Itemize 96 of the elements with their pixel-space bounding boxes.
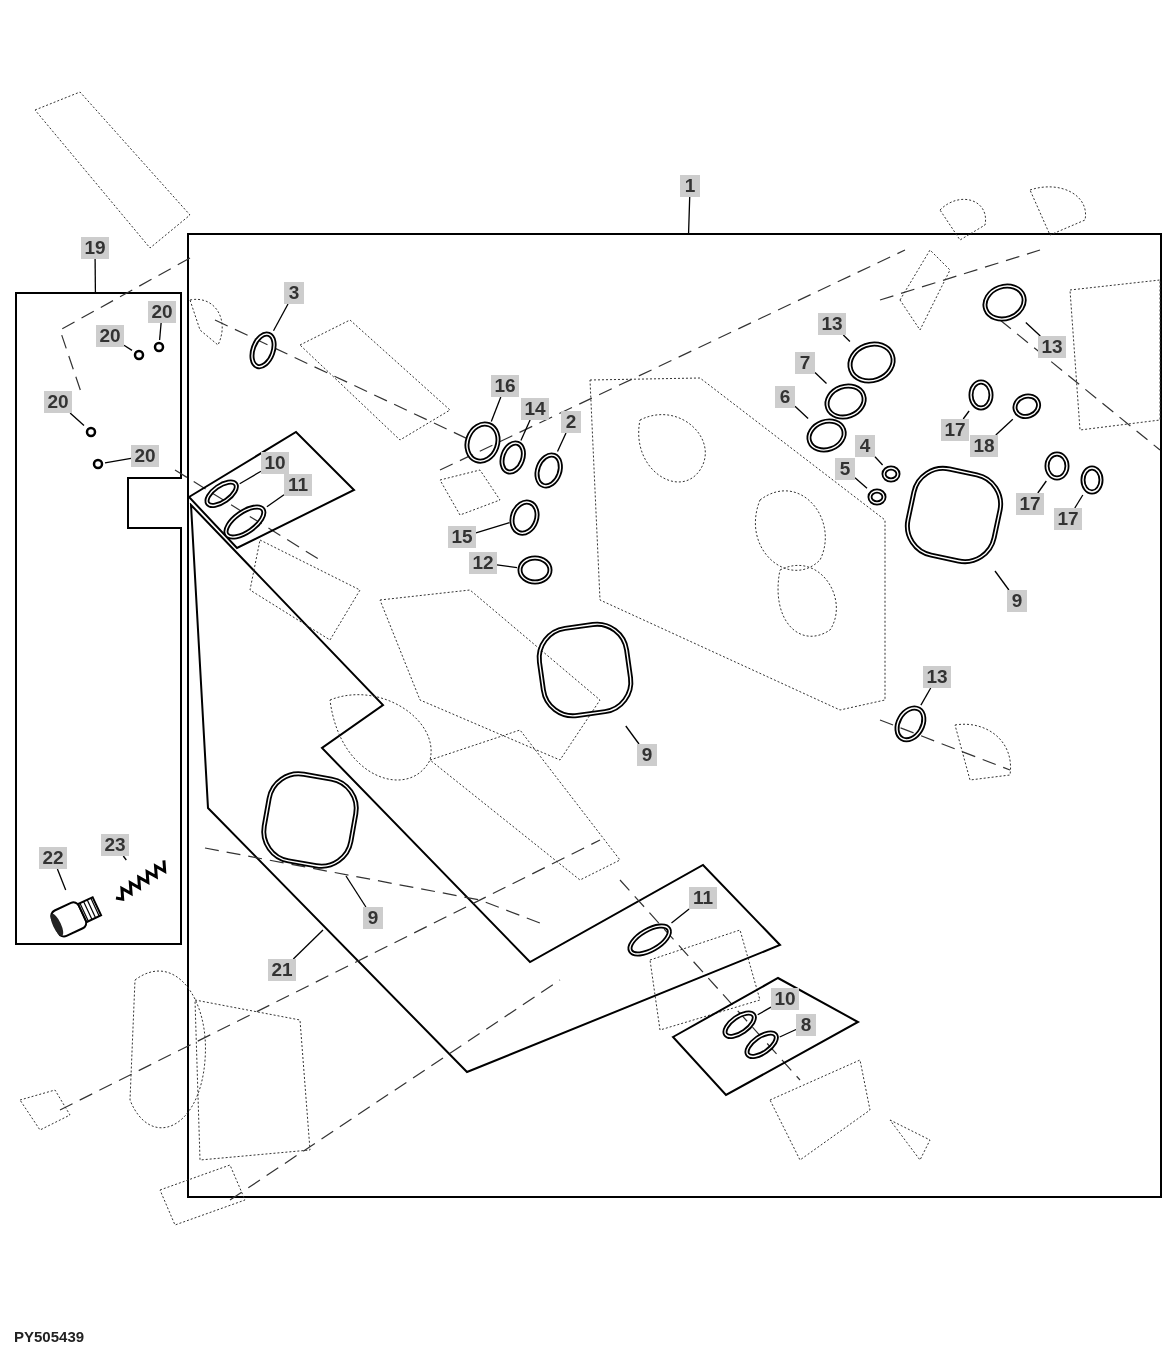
callout-number: 7 [795, 352, 815, 374]
leader-line [814, 371, 828, 385]
callout-number: 21 [268, 959, 296, 981]
callout-number: 10 [771, 988, 799, 1010]
leader-line [670, 908, 690, 924]
o-ring [744, 1030, 780, 1060]
callout-number: 13 [923, 666, 951, 688]
o-ring [806, 418, 848, 454]
o-ring [968, 379, 994, 411]
leader-line [1037, 480, 1047, 494]
leader-line [292, 929, 324, 960]
callout-number: 20 [44, 391, 72, 413]
o-ring [517, 555, 553, 585]
kit-outline [15, 292, 182, 945]
callout-number: 3 [284, 282, 304, 304]
leader-line [842, 334, 851, 343]
leader-line [239, 470, 262, 485]
o-ring [1044, 451, 1070, 481]
leader-line [1025, 321, 1041, 337]
leader-line [687, 196, 691, 234]
callout-number: 13 [818, 313, 846, 335]
leader-line [123, 344, 133, 352]
o-ring [847, 341, 897, 385]
leader-line [104, 457, 132, 464]
leader-line [854, 477, 868, 489]
leader-line [556, 432, 567, 453]
callout-number: 20 [96, 325, 124, 347]
o-ring [499, 440, 527, 476]
callout-number: 18 [970, 435, 998, 457]
callout-number: 16 [491, 375, 519, 397]
o-ring [824, 383, 868, 421]
o-ring [464, 421, 502, 465]
leader-line [122, 855, 127, 861]
callout-number: 23 [101, 834, 129, 856]
callout-number: 17 [941, 419, 969, 441]
callout-number: 19 [81, 237, 109, 259]
leader-line [266, 494, 285, 508]
callout-number: 11 [284, 474, 312, 496]
leader-line [475, 522, 511, 534]
callout-number: 4 [855, 435, 875, 457]
callout-number: 6 [775, 386, 795, 408]
callout-number: 9 [1007, 590, 1027, 612]
o-ring [152, 340, 166, 354]
leader-line [625, 725, 640, 745]
leader-line [158, 322, 162, 341]
callout-number: 13 [1038, 336, 1066, 358]
o-ring [1012, 392, 1042, 420]
callout-number: 10 [261, 452, 289, 474]
callout-number: 8 [796, 1014, 816, 1036]
leader-line [496, 564, 518, 569]
callout-number: 1 [680, 175, 700, 197]
leader-line [757, 1006, 772, 1016]
callout-number: 17 [1054, 508, 1082, 530]
leader-line [995, 418, 1014, 436]
leader-line [962, 410, 970, 420]
leader-line [994, 570, 1010, 591]
callout-number: 22 [39, 847, 67, 869]
callout-number: 17 [1016, 493, 1044, 515]
leader-line [94, 258, 97, 293]
o-ring [627, 923, 673, 957]
leader-line [874, 456, 884, 466]
callout-number: 9 [637, 744, 657, 766]
callout-number: 5 [835, 458, 855, 480]
o-ring [722, 1010, 758, 1040]
callout-number: 20 [148, 301, 176, 323]
o-ring [867, 488, 887, 506]
leader-line [272, 303, 289, 332]
o-ring [91, 457, 105, 471]
leader-line [920, 687, 932, 706]
leader-line [1074, 494, 1084, 509]
o-ring [84, 425, 98, 439]
callout-number: 2 [561, 411, 581, 433]
leader-line [520, 419, 531, 442]
callout-number: 12 [469, 552, 497, 574]
o-ring [248, 330, 278, 370]
o-ring [881, 465, 901, 483]
o-ring [132, 348, 146, 362]
figure-code: PY505439 [14, 1328, 85, 1345]
o-ring [982, 283, 1028, 323]
leader-line [345, 875, 367, 908]
callout-number: 11 [689, 887, 717, 909]
leader-line [56, 868, 67, 891]
o-ring [509, 499, 541, 537]
o-ring [534, 451, 564, 489]
o-ring [204, 479, 240, 509]
callout-number: 20 [131, 445, 159, 467]
callout-number: 14 [521, 398, 549, 420]
leader-line [794, 405, 809, 420]
leader-line [490, 396, 502, 423]
callout-number: 15 [448, 526, 476, 548]
o-ring [1080, 465, 1104, 495]
o-ring [893, 705, 927, 743]
o-ring [223, 503, 267, 541]
leader-line [779, 1028, 797, 1038]
leader-line [69, 412, 85, 427]
callout-number: 9 [363, 907, 383, 929]
